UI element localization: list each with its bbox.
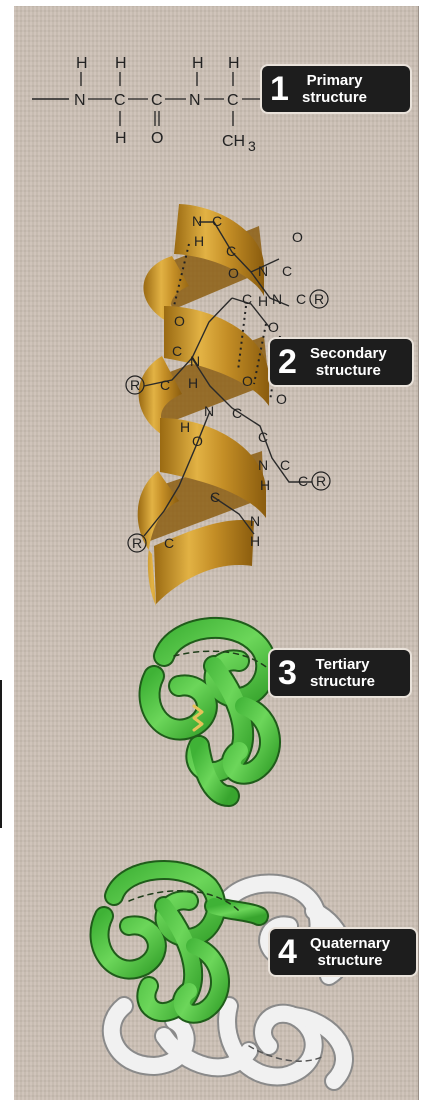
level-number-1: 1 bbox=[262, 72, 298, 106]
primary-backbone-c-2: C bbox=[151, 92, 163, 109]
helix-atom-c-11: C bbox=[298, 473, 308, 489]
level-badge-quaternary: 4 Quaternary structure bbox=[270, 929, 416, 975]
level-subtitle-4: structure bbox=[310, 952, 390, 969]
helix-atom-r-3: R bbox=[316, 473, 326, 489]
level-label-3: Tertiary structure bbox=[306, 656, 383, 690]
helix-atom-n-6: N bbox=[258, 457, 268, 473]
helix-atom-o-1: O bbox=[292, 229, 303, 245]
level-subtitle-2: structure bbox=[310, 362, 387, 379]
helix-atom-c-1: C bbox=[212, 213, 222, 229]
primary-backbone-n-1: N bbox=[74, 92, 86, 109]
helix-atom-o-5: O bbox=[242, 373, 253, 389]
helix-atom-n-5: N bbox=[204, 403, 214, 419]
level-badge-tertiary: 3 Tertiary structure bbox=[270, 650, 410, 696]
helix-atom-h-4: H bbox=[180, 419, 190, 435]
helix-atom-c-10: C bbox=[280, 457, 290, 473]
primary-backbone-c-3: C bbox=[227, 92, 239, 109]
helix-atom-c-7: C bbox=[160, 377, 170, 393]
primary-top-h-4: H bbox=[228, 55, 240, 72]
primary-subscript: 3 bbox=[248, 138, 256, 154]
page-edge-mark bbox=[0, 680, 2, 828]
primary-backbone-n-2: N bbox=[189, 92, 201, 109]
level-subtitle-3: structure bbox=[310, 673, 375, 690]
helix-atom-c-6: C bbox=[172, 343, 182, 359]
helix-atom-r-2: R bbox=[130, 377, 140, 393]
level-number-4: 4 bbox=[270, 935, 306, 969]
helix-atom-h-2: H bbox=[258, 293, 268, 309]
primary-top-h-1: H bbox=[76, 55, 88, 72]
level-title-3: Tertiary bbox=[310, 656, 375, 673]
helix-atom-n-3: N bbox=[272, 291, 282, 307]
figure-panel: H H H H N C C N C H O CH 3 bbox=[14, 6, 419, 1100]
primary-bottom-ch: CH bbox=[222, 133, 245, 150]
helix-atom-h-6: H bbox=[250, 533, 260, 549]
primary-bottom-o: O bbox=[151, 130, 163, 147]
helix-atom-h-5: H bbox=[260, 477, 270, 493]
helix-atom-n-1: N bbox=[192, 213, 202, 229]
level-label-4: Quaternary structure bbox=[306, 935, 398, 969]
primary-top-h-2: H bbox=[115, 55, 127, 72]
helix-atom-o-4: O bbox=[174, 313, 185, 329]
helix-atom-c-9: C bbox=[258, 429, 268, 445]
helix-atom-o-3: O bbox=[268, 319, 279, 335]
helix-atom-c-4: C bbox=[242, 291, 252, 307]
quaternary-assembly bbox=[100, 870, 344, 1081]
level-title-2: Secondary bbox=[310, 345, 387, 362]
primary-bottom-h: H bbox=[115, 130, 127, 147]
helix-atom-n-2: N bbox=[258, 263, 268, 279]
helix-atom-c-8: C bbox=[232, 405, 242, 421]
helix-atom-o-7: O bbox=[192, 433, 203, 449]
helix-atom-r-1: R bbox=[314, 291, 324, 307]
helix-atom-c-3: C bbox=[282, 263, 292, 279]
level-badge-primary: 1 Primary structure bbox=[262, 66, 410, 112]
primary-top-h-3: H bbox=[192, 55, 204, 72]
helix-atom-c-2: C bbox=[226, 243, 236, 259]
primary-chain: H H H H N C C N C H O CH 3 bbox=[32, 55, 260, 154]
level-title-1: Primary bbox=[302, 72, 367, 89]
level-label-1: Primary structure bbox=[298, 72, 375, 106]
level-label-2: Secondary structure bbox=[306, 345, 395, 379]
tertiary-fold bbox=[150, 628, 276, 796]
helix-atom-r-4: R bbox=[132, 535, 142, 551]
helix-atom-c-5: C bbox=[296, 291, 306, 307]
helix-atom-h-3: H bbox=[188, 375, 198, 391]
level-number-2: 2 bbox=[270, 345, 306, 379]
helix-atom-c-12: C bbox=[210, 489, 220, 505]
primary-backbone-c-1: C bbox=[114, 92, 126, 109]
level-subtitle-1: structure bbox=[302, 89, 367, 106]
level-number-3: 3 bbox=[270, 656, 306, 690]
helix-atom-n-7: N bbox=[250, 513, 260, 529]
helix-atom-h-1: H bbox=[194, 233, 204, 249]
alpha-helix: N C H O C N C O C H N C R O O C N R C H … bbox=[126, 204, 330, 606]
helix-atom-o-2: O bbox=[228, 265, 239, 281]
helix-atom-o-6: O bbox=[276, 391, 287, 407]
level-title-4: Quaternary bbox=[310, 935, 390, 952]
helix-atom-n-4: N bbox=[190, 353, 200, 369]
helix-atom-c-13: C bbox=[164, 535, 174, 551]
level-badge-secondary: 2 Secondary structure bbox=[270, 339, 412, 385]
